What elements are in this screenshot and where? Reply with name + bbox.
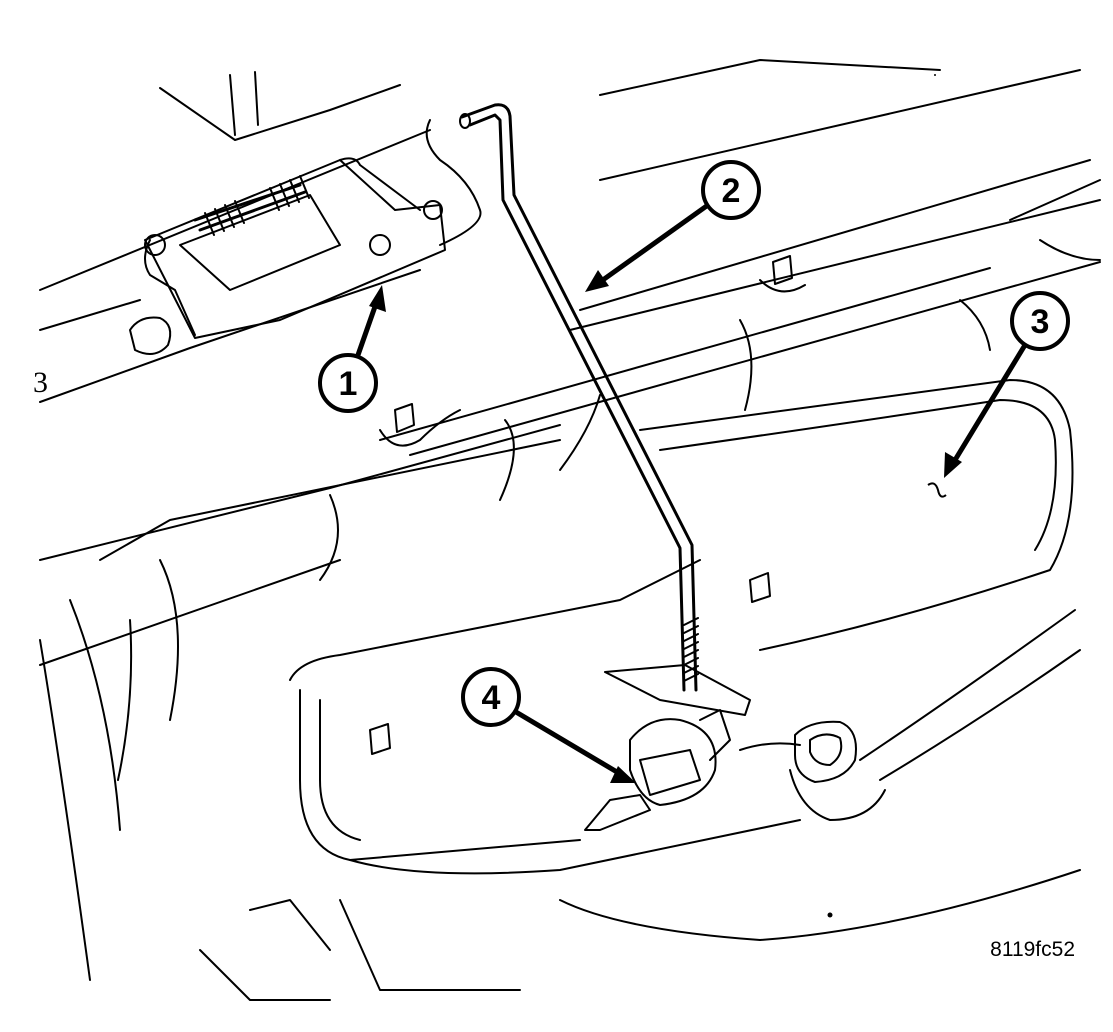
callout-4: 4 (461, 667, 636, 783)
figure-id: 8119fc52 (990, 938, 1075, 961)
callout-3-circle (1010, 291, 1070, 351)
callout-1: 1 (318, 285, 386, 413)
lower-panel-contours (39, 179, 1101, 1001)
marker-dot (827, 912, 833, 918)
flange-notches (117, 279, 991, 781)
callout-1-label: 1 (339, 365, 358, 403)
marker-dot (934, 74, 936, 76)
callout-4-label: 4 (482, 679, 501, 717)
release-handle-assembly (129, 119, 482, 355)
callout-2-circle (701, 160, 761, 220)
latch-rod (459, 103, 699, 692)
callout-2-label: 2 (722, 172, 741, 210)
latch-assembly (584, 664, 886, 831)
callout-3-label: 3 (1031, 303, 1050, 341)
callout-1-circle (318, 353, 378, 413)
upper-body-panel (39, 59, 1101, 666)
stray-mark: 3 (33, 366, 48, 399)
access-holes (369, 255, 793, 755)
callout-2: 2 (585, 160, 761, 292)
callout-4-circle (461, 667, 521, 727)
callout-3: 3 (927, 291, 1070, 498)
